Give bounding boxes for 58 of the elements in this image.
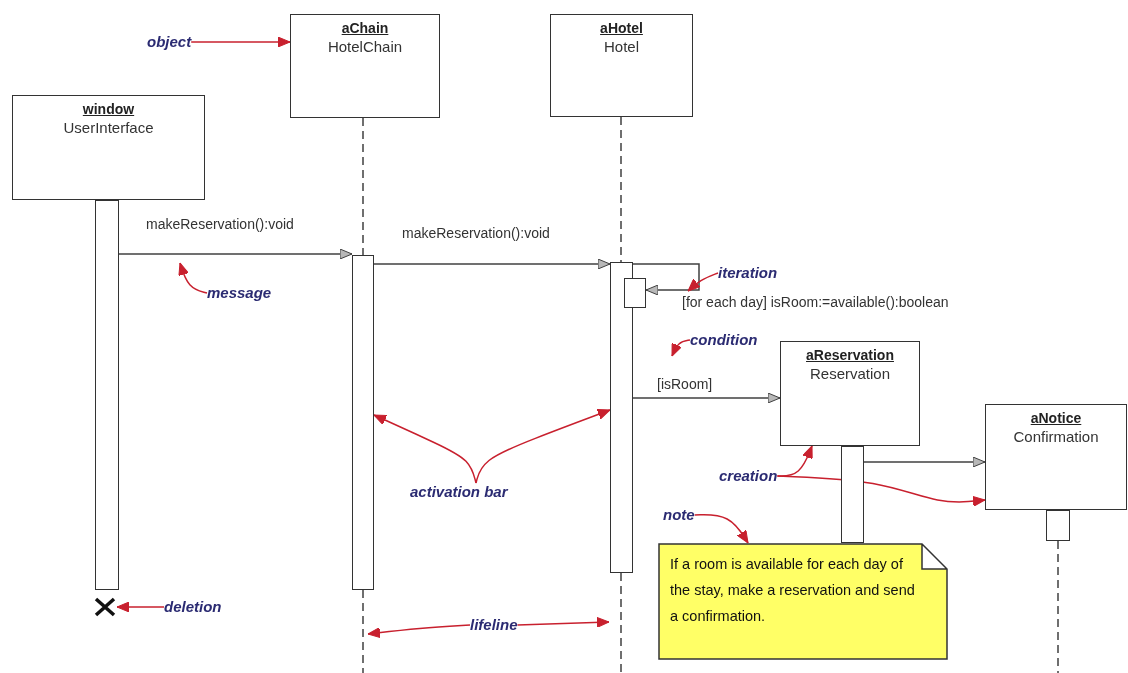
message-label: makeReservation():void xyxy=(144,216,296,232)
object-name: aHotel xyxy=(600,19,643,37)
activation-bar xyxy=(95,200,119,590)
activation-bar xyxy=(841,446,864,543)
annotation-label: condition xyxy=(690,331,758,349)
object-name: aReservation xyxy=(806,346,894,364)
message-label: makeReservation():void xyxy=(400,225,552,241)
leader-line xyxy=(671,339,691,357)
class-name: Reservation xyxy=(809,364,890,384)
note-shape xyxy=(658,543,948,660)
lifeline xyxy=(1057,540,1059,673)
leader-line xyxy=(687,272,719,292)
class-name: UserInterface xyxy=(63,118,154,138)
deletion-cross-icon xyxy=(93,596,117,618)
leader-line xyxy=(178,262,208,294)
activation-bar xyxy=(624,278,646,308)
leader-line xyxy=(693,514,749,544)
leader-line xyxy=(116,601,165,613)
object-box xyxy=(780,341,920,446)
leader-line xyxy=(373,414,477,484)
activation-bar xyxy=(352,255,374,590)
object-box xyxy=(550,14,693,117)
lifeline xyxy=(620,116,622,263)
annotation-label: activation bar xyxy=(410,483,508,501)
leader-line xyxy=(190,36,291,48)
message-arrow xyxy=(863,456,986,468)
annotation-label: lifeline xyxy=(470,616,518,634)
annotation-label: message xyxy=(207,284,272,302)
note-text: If a room is available for each day of the stay, make a reservation and send a confirmation. xyxy=(670,555,916,626)
annotation-label: note xyxy=(663,506,695,524)
object-name: aNotice xyxy=(1030,409,1082,427)
message-label: [for each day] isRoom:=available():boolean xyxy=(680,294,951,310)
message-label: [isRoom] xyxy=(655,376,715,392)
activation-bar xyxy=(610,262,633,573)
class-name: HotelChain xyxy=(327,37,403,57)
class-name: Confirmation xyxy=(1013,427,1099,447)
object-name: window xyxy=(82,100,135,118)
leader-line xyxy=(475,409,611,484)
leader-line xyxy=(367,624,471,639)
lifeline xyxy=(620,572,622,673)
object-box xyxy=(12,95,205,200)
leader-line xyxy=(516,616,610,628)
object-box xyxy=(290,14,440,118)
message-arrow xyxy=(632,263,700,296)
annotation-label: iteration xyxy=(718,264,778,282)
object-name: aChain xyxy=(341,19,389,37)
message-arrow xyxy=(373,258,611,270)
annotation-label: deletion xyxy=(164,598,222,616)
lifeline xyxy=(362,117,364,256)
activation-bar xyxy=(1046,510,1070,541)
object-box xyxy=(985,404,1127,510)
class-name: Hotel xyxy=(604,37,639,57)
lifeline xyxy=(362,589,364,673)
message-arrow xyxy=(632,392,781,404)
annotation-label: creation xyxy=(719,467,778,485)
leader-line xyxy=(776,475,986,507)
annotation-label: object xyxy=(147,33,192,51)
message-arrow xyxy=(118,248,353,260)
